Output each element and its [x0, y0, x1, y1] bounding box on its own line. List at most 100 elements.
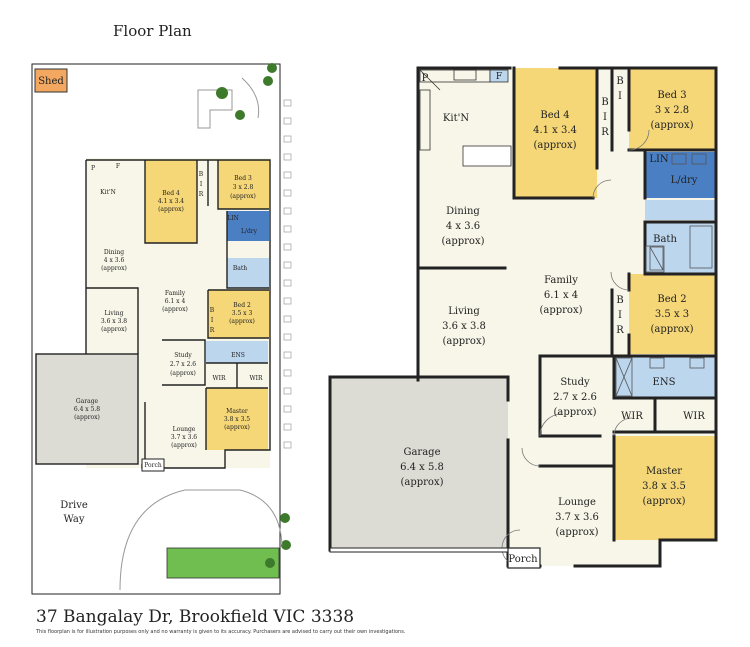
lounge-name: Lounge	[558, 497, 596, 508]
bed4-room	[514, 68, 597, 198]
site-bed3-size: 3 x 2.8	[233, 184, 254, 191]
site-ens	[206, 341, 268, 363]
site-wir-label: WIR	[249, 375, 263, 382]
site-master-size: 3.8 x 3.5	[224, 416, 250, 423]
site-ldry-label: L/dry	[241, 228, 258, 235]
site-bed3	[218, 160, 269, 209]
site-dining-note: (approx)	[101, 265, 127, 272]
laundry-bench	[645, 200, 715, 220]
bed2-note: (approx)	[650, 324, 693, 335]
site-ens-label: ENS	[231, 352, 245, 359]
bir-letter: I	[618, 310, 622, 321]
wir-area	[614, 399, 715, 432]
site-bir-letter: I	[200, 181, 203, 188]
porch	[507, 547, 541, 569]
master-room	[614, 436, 715, 540]
site-lounge-size: 3.7 x 3.6	[171, 434, 197, 441]
site-study-name: Study	[174, 352, 192, 359]
tree	[265, 558, 275, 568]
site-bed4-note: (approx)	[158, 206, 184, 213]
bir-letter: B	[616, 76, 623, 87]
site-lounge-name: Lounge	[173, 426, 196, 433]
ensuite	[614, 356, 715, 398]
bed3-name: Bed 3	[657, 90, 686, 101]
bed3-note: (approx)	[650, 120, 693, 131]
bed4-note: (approx)	[533, 140, 576, 151]
tree	[235, 110, 245, 120]
bed2-room	[629, 274, 715, 354]
garage-door	[329, 547, 509, 553]
site-family-name: Family	[165, 290, 186, 297]
wir-label: WIR	[683, 411, 705, 422]
site-bir-letter: R	[199, 191, 204, 198]
site-bed4-size: 4.1 x 3.4	[158, 198, 184, 205]
dining-note: (approx)	[441, 236, 484, 247]
page-title: Floor Plan	[113, 22, 192, 40]
bir-letter: B	[601, 97, 608, 108]
laundry-label: L/dry	[671, 175, 698, 186]
site-living-note: (approx)	[101, 326, 127, 333]
bed4-name: Bed 4	[540, 110, 569, 121]
site-garage	[35, 353, 139, 465]
site-pantry-label: P	[91, 165, 95, 172]
bath-label: Bath	[653, 234, 677, 245]
site-living-name: Living	[105, 310, 124, 317]
site-garage-size: 6.4 x 5.8	[74, 406, 100, 413]
site-bed2-note: (approx)	[229, 318, 255, 325]
site-study-note: (approx)	[170, 370, 196, 377]
site-family-size: 6.1 x 4	[165, 298, 186, 305]
site-bath	[227, 258, 269, 288]
stepping-stones	[283, 99, 292, 449]
bir-letter: I	[603, 112, 607, 123]
main-floor-plan: P F Kit'N Bed 4 4.1 x 3.4 (approx) B I B…	[328, 66, 718, 569]
drive-label: Drive	[60, 500, 88, 511]
study-size: 2.7 x 2.6	[553, 392, 597, 403]
wir-label: WIR	[621, 411, 643, 422]
site-bed4-name: Bed 4	[162, 190, 180, 197]
site-dining-size: 4 x 3.6	[104, 257, 125, 264]
lounge-note: (approx)	[555, 527, 598, 538]
site-bed4	[145, 160, 197, 243]
bir-letter: I	[618, 91, 622, 102]
site-study-size: 2.7 x 2.6	[170, 361, 196, 368]
lounge-size: 3.7 x 3.6	[555, 512, 599, 523]
dining-size: 4 x 3.6	[446, 221, 480, 232]
driveway-edge	[119, 489, 240, 591]
site-plan: Shed Drive Way	[31, 63, 292, 595]
shed	[34, 68, 68, 93]
master-size: 3.8 x 3.5	[642, 481, 686, 492]
site-kitchen-label: Kit'N	[100, 189, 116, 196]
living-name: Living	[448, 306, 480, 317]
site-bir-letter: R	[210, 327, 215, 334]
site-living-size: 3.6 x 3.8	[101, 318, 127, 325]
study-name: Study	[560, 377, 590, 388]
driveway-edge	[239, 489, 283, 546]
bir-letter: R	[601, 127, 609, 138]
site-house: Kit'N P F Bed 4 4.1 x 3.4 (approx) Bed 3…	[35, 158, 271, 472]
site-bed3-name: Bed 3	[234, 175, 252, 182]
family-name: Family	[544, 275, 578, 286]
laundry-room	[645, 152, 715, 198]
garage-name: Garage	[403, 447, 440, 458]
lin-label: LIN	[649, 154, 669, 165]
garden-path	[241, 77, 260, 119]
site-bed2-name: Bed 2	[233, 302, 251, 309]
site-bed2	[208, 290, 269, 338]
garage	[330, 377, 508, 550]
tree	[216, 87, 228, 99]
site-boundary	[31, 63, 281, 595]
bed2-name: Bed 2	[657, 294, 686, 305]
site-bir-letter: B	[199, 171, 204, 178]
bir-letter: R	[616, 325, 624, 336]
disclaimer-text: This floorplan is for illustration purpo…	[36, 629, 406, 635]
tree	[281, 540, 291, 550]
site-lin-label: LIN	[227, 215, 239, 222]
site-bath-label: Bath	[233, 265, 247, 272]
site-dining-name: Dining	[104, 249, 124, 256]
site-wir-label: WIR	[212, 375, 226, 382]
way-label: Way	[63, 514, 84, 525]
site-garage-note: (approx)	[74, 414, 100, 421]
bed3-size: 3 x 2.8	[655, 105, 689, 116]
tree	[267, 63, 277, 73]
